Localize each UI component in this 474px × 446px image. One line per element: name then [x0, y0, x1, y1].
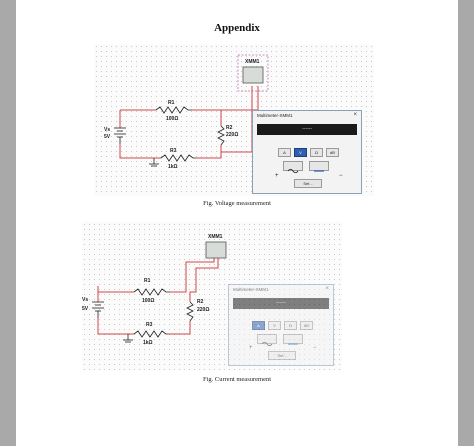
- circuit-current: XMM1 R1 100Ω R2 220Ω R3 1k: [82, 234, 227, 346]
- source-name-2: Vs: [82, 297, 88, 303]
- caption-current: Fig. Current measurement: [202, 376, 272, 383]
- dc-line-icon-2: [288, 343, 298, 345]
- circuit-voltage: XMM1 R1 10: [104, 54, 269, 170]
- decibel-button-2[interactable]: dB: [300, 321, 313, 330]
- dc-mode-button[interactable]: [309, 161, 329, 172]
- voltmeter-button[interactable]: V: [294, 148, 307, 157]
- multimeter-window-voltage[interactable]: Multimeter-XMM1 × ------ A V Ω dB + − Se…: [252, 110, 362, 194]
- resistor-r1-icon-2: [133, 288, 170, 296]
- r2-name: R2: [226, 125, 233, 131]
- multimeter-display: ------: [257, 124, 357, 135]
- negative-terminal[interactable]: −: [339, 173, 343, 179]
- meter-symbol-icon-2: [205, 241, 227, 259]
- positive-terminal-2[interactable]: +: [249, 345, 253, 351]
- display-readout: ------: [302, 126, 312, 132]
- positive-terminal[interactable]: +: [275, 173, 279, 179]
- r1-value: 100Ω: [166, 116, 178, 122]
- battery-icon: [114, 127, 126, 144]
- multimeter-title: Multimeter-XMM1: [257, 113, 293, 118]
- resistor-r2-icon-2: [186, 301, 194, 322]
- ac-mode-button-2[interactable]: [257, 334, 277, 347]
- dc-line-icon: [314, 170, 324, 172]
- ground-icon: [149, 158, 159, 167]
- ammeter-button[interactable]: A: [278, 148, 291, 157]
- caption-voltage: Fig. Voltage measurement: [203, 200, 271, 207]
- meter-label-2: XMM1: [208, 234, 223, 240]
- source-value-2: 5V: [82, 306, 89, 312]
- r1-name: R1: [168, 100, 175, 106]
- resistor-r3-icon: [160, 154, 196, 162]
- ohmmeter-button-2[interactable]: Ω: [284, 321, 297, 330]
- meter-symbol-icon: [242, 66, 264, 84]
- r2-value-2: 220Ω: [197, 307, 209, 313]
- source-value: 5V: [104, 134, 111, 140]
- r2-value: 220Ω: [226, 132, 238, 138]
- ohmmeter-button[interactable]: Ω: [310, 148, 323, 157]
- resistor-r2-icon: [217, 125, 225, 146]
- display-readout-2: ------: [276, 300, 286, 306]
- page-title: Appendix: [214, 22, 260, 34]
- r3-value-2: 1kΩ: [143, 340, 153, 346]
- wires-voltage: [119, 86, 259, 159]
- ammeter-button-2[interactable]: A: [252, 321, 265, 330]
- wires-current: [97, 258, 219, 335]
- meter-dashed-box: [237, 54, 269, 92]
- decibel-button[interactable]: dB: [326, 148, 339, 157]
- close-icon[interactable]: ×: [353, 112, 357, 118]
- r3-name: R3: [170, 148, 177, 154]
- r1-name-2: R1: [144, 278, 151, 284]
- ac-wave-icon-2: [261, 341, 273, 347]
- ac-wave-icon: [287, 168, 299, 174]
- ground-icon-2: [123, 334, 133, 343]
- multimeter-title-2: Multimeter-XMM1: [233, 287, 269, 292]
- document-page: Appendix XMM1: [16, 0, 458, 446]
- resistor-r1-icon: [155, 106, 192, 114]
- ac-mode-button[interactable]: [283, 161, 303, 174]
- source-name: Vs: [104, 127, 110, 133]
- r3-value: 1kΩ: [168, 164, 178, 170]
- negative-terminal-2[interactable]: −: [313, 345, 317, 351]
- set-button-2[interactable]: Set...: [268, 351, 296, 360]
- battery-icon-2: [92, 301, 104, 318]
- r2-name-2: R2: [197, 299, 204, 305]
- resistor-r3-icon-2: [133, 330, 168, 338]
- dc-mode-button-2[interactable]: [283, 334, 303, 345]
- r3-name-2: R3: [146, 322, 153, 328]
- multimeter-window-current[interactable]: Multimeter-XMM1 × ------ A V Ω dB + − Se…: [228, 284, 334, 366]
- set-button[interactable]: Set...: [294, 179, 322, 188]
- r1-value-2: 100Ω: [142, 298, 154, 304]
- multimeter-display-2: ------: [233, 298, 329, 309]
- close-icon-2[interactable]: ×: [325, 286, 329, 292]
- meter-label: XMM1: [245, 59, 260, 65]
- voltmeter-button-2[interactable]: V: [268, 321, 281, 330]
